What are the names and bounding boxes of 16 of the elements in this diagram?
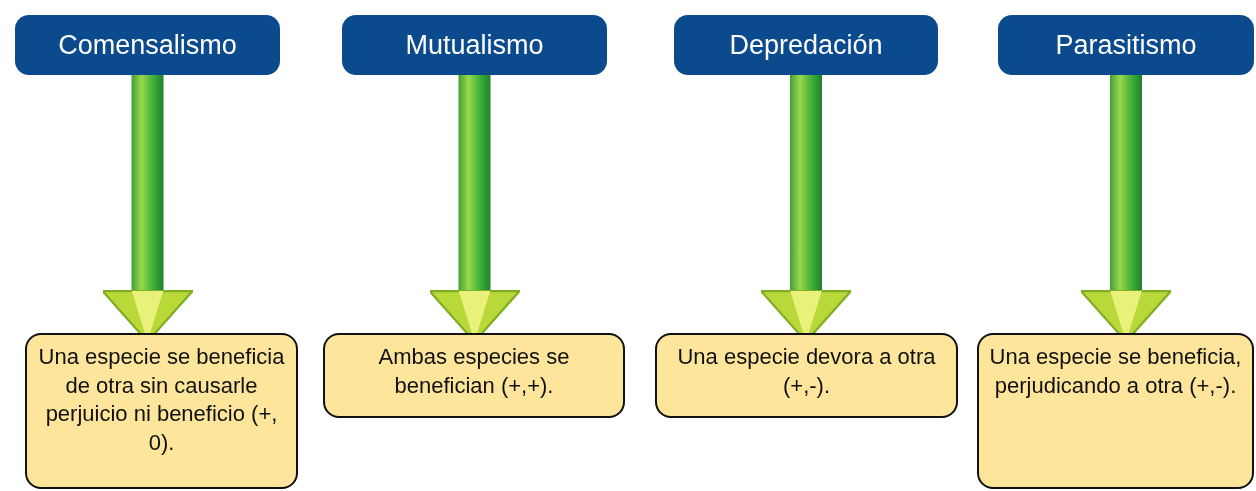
description-box [25,333,298,489]
relation-title: Depredación [729,29,883,61]
title-box [342,15,607,75]
relation-title: Parasitismo [1055,29,1197,61]
description-box [323,333,625,418]
description-text: Ambas especies se benefician (+,+). [377,343,571,400]
description-text: Una especie se beneficia de otra sin causarle perjuicio ni beneficio (+, 0). [37,343,286,457]
description-box [655,333,958,418]
relation-title: Mutualismo [405,29,544,61]
description-text: Una especie devora a otra (+,-). [676,343,937,400]
description-text: Una especie se beneficia, perjudicando a otra (+,-). [989,343,1242,400]
title-box [674,15,938,75]
description-box [977,333,1254,489]
title-box [15,15,280,75]
title-box [998,15,1254,75]
relation-title: Comensalismo [58,29,237,61]
